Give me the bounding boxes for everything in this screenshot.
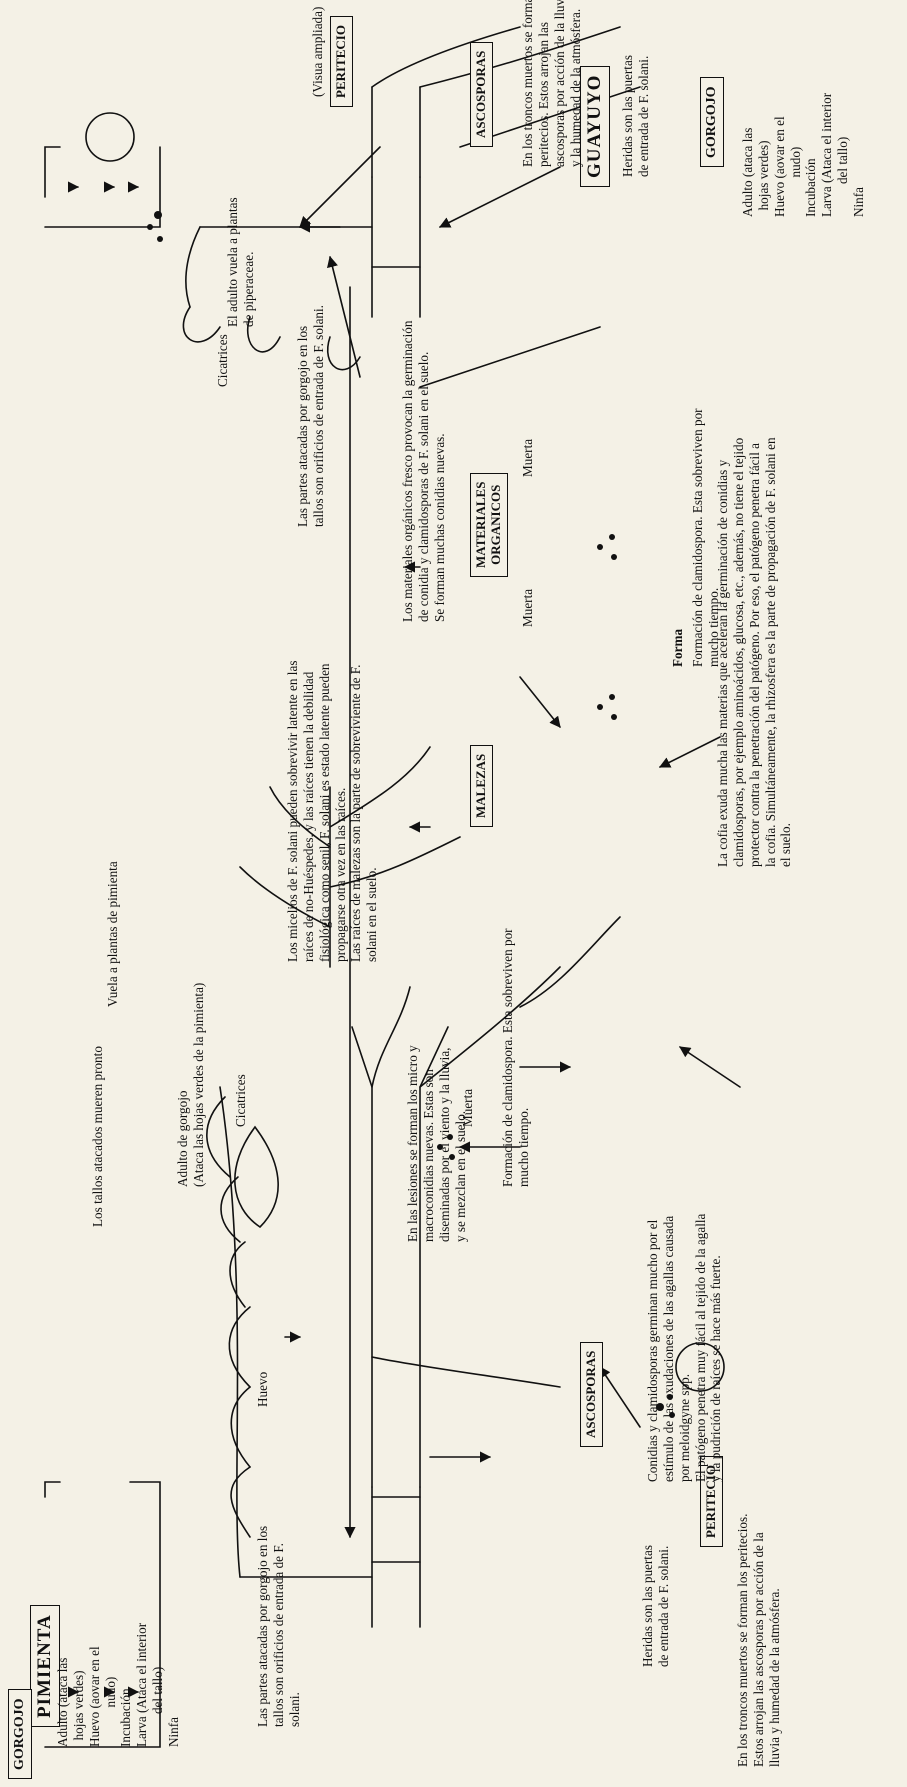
ascosporas-box-right: ASCOSPORAS [470,42,493,147]
left-formacion: Formación de clamidospora. Esta sobreviv… [500,928,532,1187]
gorgojo-box-right: GORGOJO [700,77,724,167]
arrow-muerta-2 [520,677,560,727]
vuela-plantas-pimienta: Vuela a plantas de pimienta [105,861,121,1007]
right-visua-ampliada: (Visua ampliada) [310,7,326,97]
adulto-vuela-text: El adulto vuela a plantas de piperaceae. [225,197,257,327]
left-adulto-gorgojo: Adulto de gorgojo (Ataca las hojas verde… [175,983,207,1187]
guayuyo-title: GUAYUYO [580,66,610,187]
left-heridas: Heridas son las puertas de entrada de F.… [640,1545,672,1667]
left-huevo-label: Huevo [255,1372,271,1407]
cofia-text: La cofia exuda mucha las materias que ac… [715,437,794,867]
arrow-peritecio-right [440,167,560,227]
malezas-box: MALEZAS [470,745,493,827]
arrow-ascosporas-right [300,147,380,227]
arrow-guayuyo-stem [330,257,360,377]
left-tallos-mueren: Los tallos atacados mueren pronto [90,1046,106,1227]
arrow-cofia [660,737,720,767]
left-muerta: Muerta [460,1089,476,1127]
left-conidias-germinan: Conidias y clamidosporas germinan mucho … [645,1214,724,1482]
peritecio-box-right: PERITECIO [330,16,353,107]
left-cicatrices: Cicatrices [233,1074,249,1127]
left-troncos-muertos: En los troncos muertos se forman los per… [735,1514,783,1767]
right-troncos-muertos: En los troncos muertos se forman peritec… [520,0,583,167]
gorgojo-box-left: GORGOJO [8,1689,32,1779]
pimienta-plant-drawing [207,917,620,1627]
middle-muerta: Muerta [520,589,536,627]
right-gorgojo-stages: Adulto (ataca las hojas verdes) Huevo (a… [740,93,867,217]
micelios-text: Los micelios de F. solani pueden sobrevi… [285,661,380,962]
right-partes-atacadas: Las partes atacadas por gorgojo en los t… [295,305,327,527]
materiales-organicos-box: MATERIALES ORGANICOS [470,473,508,577]
arrow-conidias [680,1047,740,1087]
left-partes-atacadas: Las partes atacadas por gorgojo en los t… [255,1526,303,1727]
right-heridas: Heridas son las puertas de entrada de F.… [620,55,652,177]
materiales-fresco-text: Los materiales orgánicos fresco provocan… [400,321,448,623]
arrow-ascosporas-left [600,1367,640,1427]
left-gorgojo-stages: Adulto (ataca las hojas verdes) Huevo (a… [55,1623,182,1747]
left-lesiones: En las lesiones se forman los micro y ma… [405,1045,468,1242]
right-cicatrices: Cicatrices [215,334,231,387]
ascosporas-box-left: ASCOSPORAS [580,1342,603,1447]
right-muerta: Muerta [520,439,536,477]
middle-forma: Forma [670,629,686,667]
